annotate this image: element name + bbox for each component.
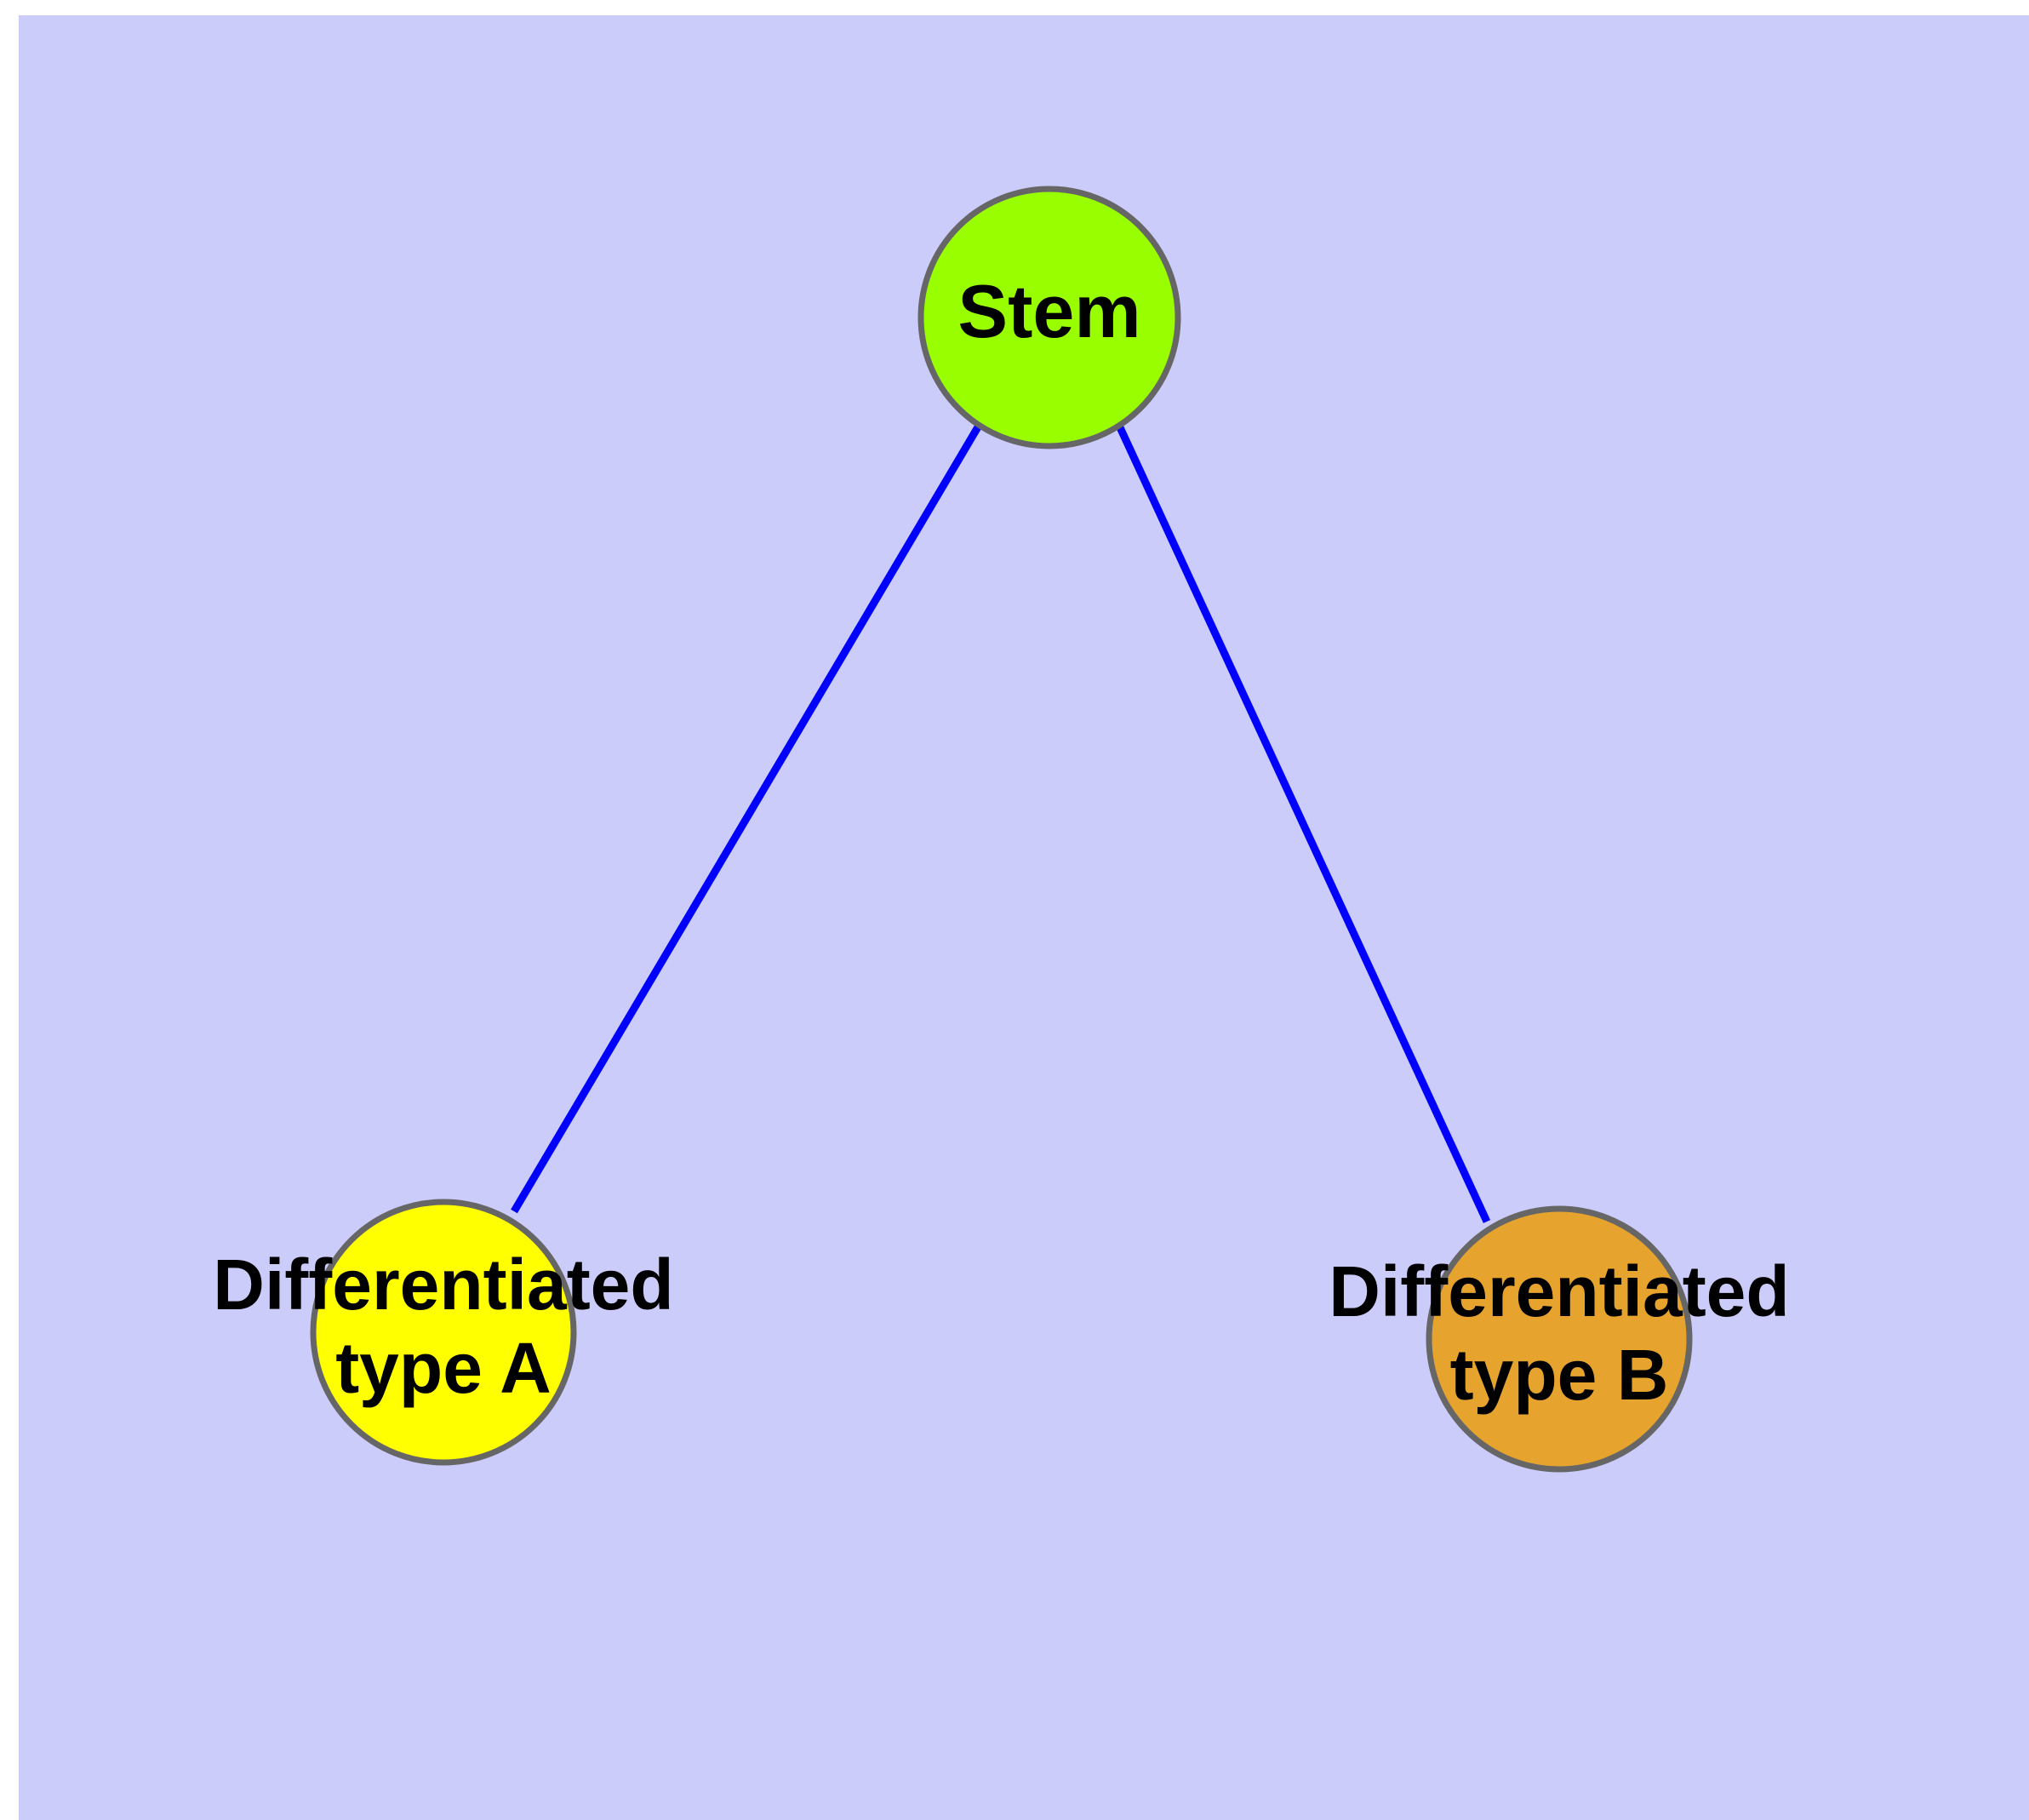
node-label-line: type A: [335, 1328, 552, 1408]
node-stem[interactable]: [917, 186, 1181, 449]
node-diff_b[interactable]: [1426, 1205, 1693, 1473]
node-label-stem: Stem: [957, 269, 1140, 353]
node-diff_a[interactable]: [310, 1199, 577, 1466]
nodes-group: [310, 186, 1693, 1473]
edges-group: [511, 423, 1491, 1223]
node-label-line: Differentiated: [1329, 1251, 1789, 1331]
edge-stem-diff-b[interactable]: [1115, 424, 1491, 1223]
node-label-line: type B: [1450, 1335, 1669, 1415]
node-label-line: Differentiated: [213, 1245, 673, 1325]
edge-stem-diff-a[interactable]: [511, 423, 982, 1214]
node-label-line: Stem: [957, 269, 1140, 353]
